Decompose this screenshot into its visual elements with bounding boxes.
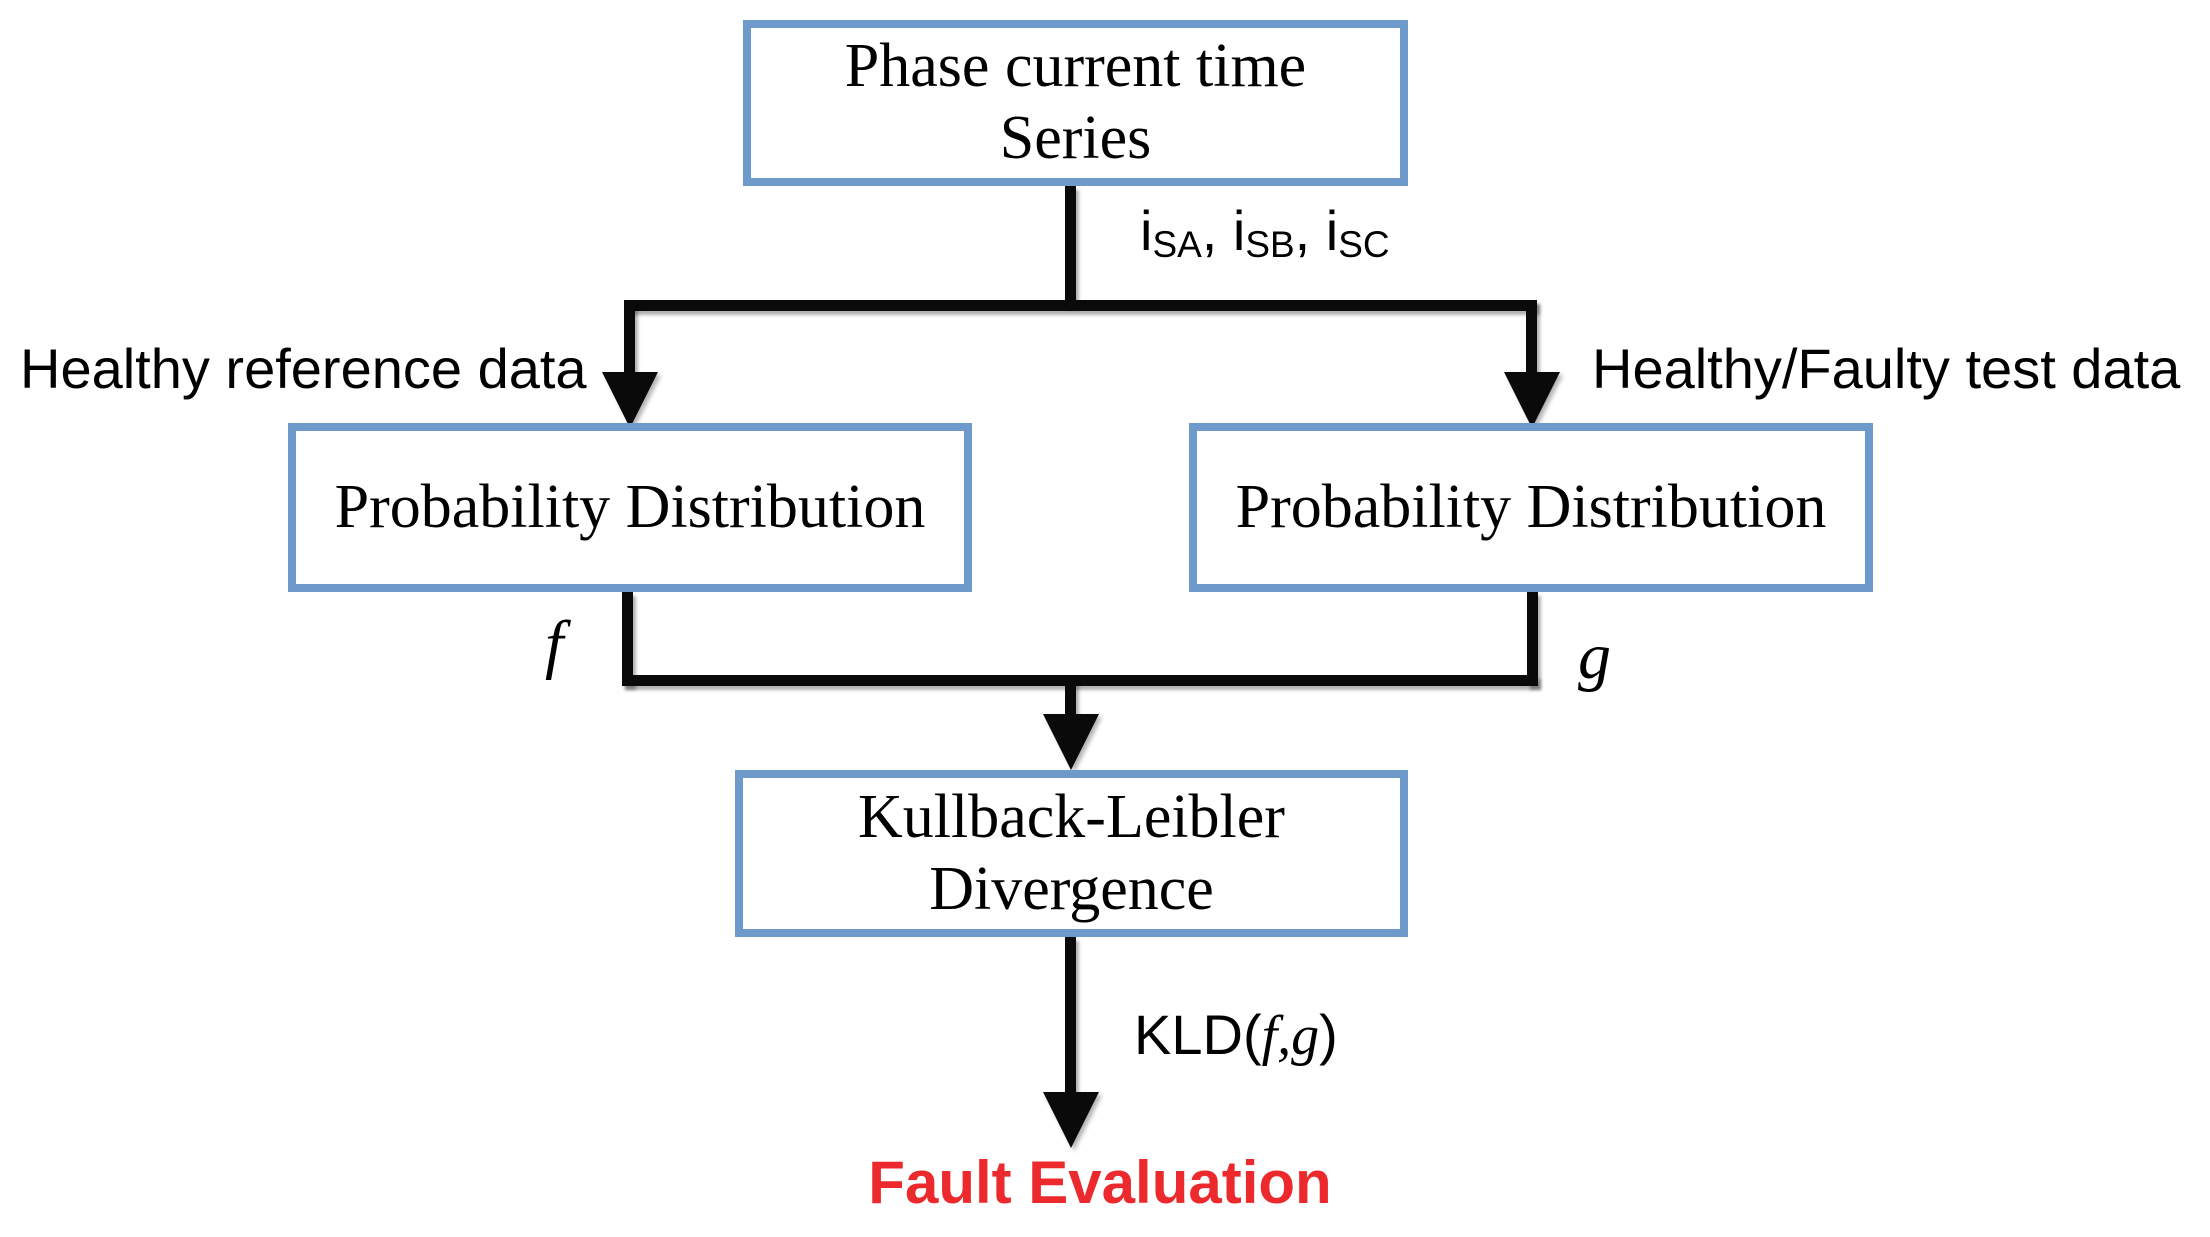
signal-sub2: SB: [1245, 223, 1295, 265]
kld-arg-f: f: [1261, 1005, 1278, 1067]
connector-merge-horizontal: [622, 675, 1538, 686]
node-probability-distribution-right: Probability Distribution: [1189, 423, 1873, 592]
node-prob-right-label: Probability Distribution: [1235, 472, 1827, 541]
signal-sub3: SC: [1338, 223, 1390, 265]
signal-i3: i: [1325, 199, 1339, 262]
kld-prefix: KLD: [1134, 1003, 1243, 1066]
node-kld-line1: Kullback-Leibler: [858, 782, 1285, 851]
arrowhead-right-icon: [1504, 372, 1560, 428]
signal-i2: i: [1232, 199, 1246, 262]
signal-i1: i: [1140, 199, 1153, 262]
connector-f-drop: [622, 592, 633, 686]
kld-comma: ,: [1277, 1005, 1292, 1067]
connector-left-drop: [624, 300, 635, 378]
left-branch-label: Healthy reference data: [20, 337, 587, 400]
connector-top-stem: [1065, 186, 1076, 306]
node-phase-line1: Phase current time: [844, 32, 1307, 101]
connector-center-drop: [1065, 675, 1076, 719]
signal-sep2: ,: [1294, 199, 1326, 262]
kld-open-paren: (: [1242, 1003, 1262, 1066]
kld-output-label: KLD(f,g): [1134, 1004, 1338, 1068]
node-kld-line2: Divergence: [929, 854, 1214, 923]
kld-close-paren: ): [1319, 1003, 1338, 1066]
signal-label: iSA, iSB, iSC: [1140, 199, 1390, 265]
kld-arg-g: g: [1291, 1005, 1320, 1067]
fault-evaluation-label: Fault Evaluation: [868, 1149, 1332, 1216]
node-kullback-leibler-divergence: Kullback-Leibler Divergence: [735, 770, 1408, 937]
connector-g-drop: [1527, 592, 1538, 686]
signal-sub1: SA: [1152, 223, 1202, 265]
arrowhead-left-icon: [602, 372, 658, 428]
arrowhead-center-icon: [1043, 714, 1099, 770]
node-prob-left-label: Probability Distribution: [334, 472, 926, 541]
connector-bottom-stem: [1065, 937, 1076, 1095]
connector-right-drop: [1526, 300, 1537, 378]
node-phase-current-time-series: Phase current time Series: [743, 20, 1408, 186]
arrowhead-bottom-icon: [1043, 1092, 1099, 1148]
right-branch-label: Healthy/Faulty test data: [1592, 337, 2181, 400]
node-probability-distribution-left: Probability Distribution: [288, 423, 972, 592]
node-phase-line2: Series: [999, 104, 1152, 172]
f-output-label: f: [545, 608, 564, 681]
g-output-label: g: [1578, 620, 1611, 693]
connector-branch-horizontal: [624, 300, 1537, 311]
signal-sep1: ,: [1201, 199, 1233, 262]
